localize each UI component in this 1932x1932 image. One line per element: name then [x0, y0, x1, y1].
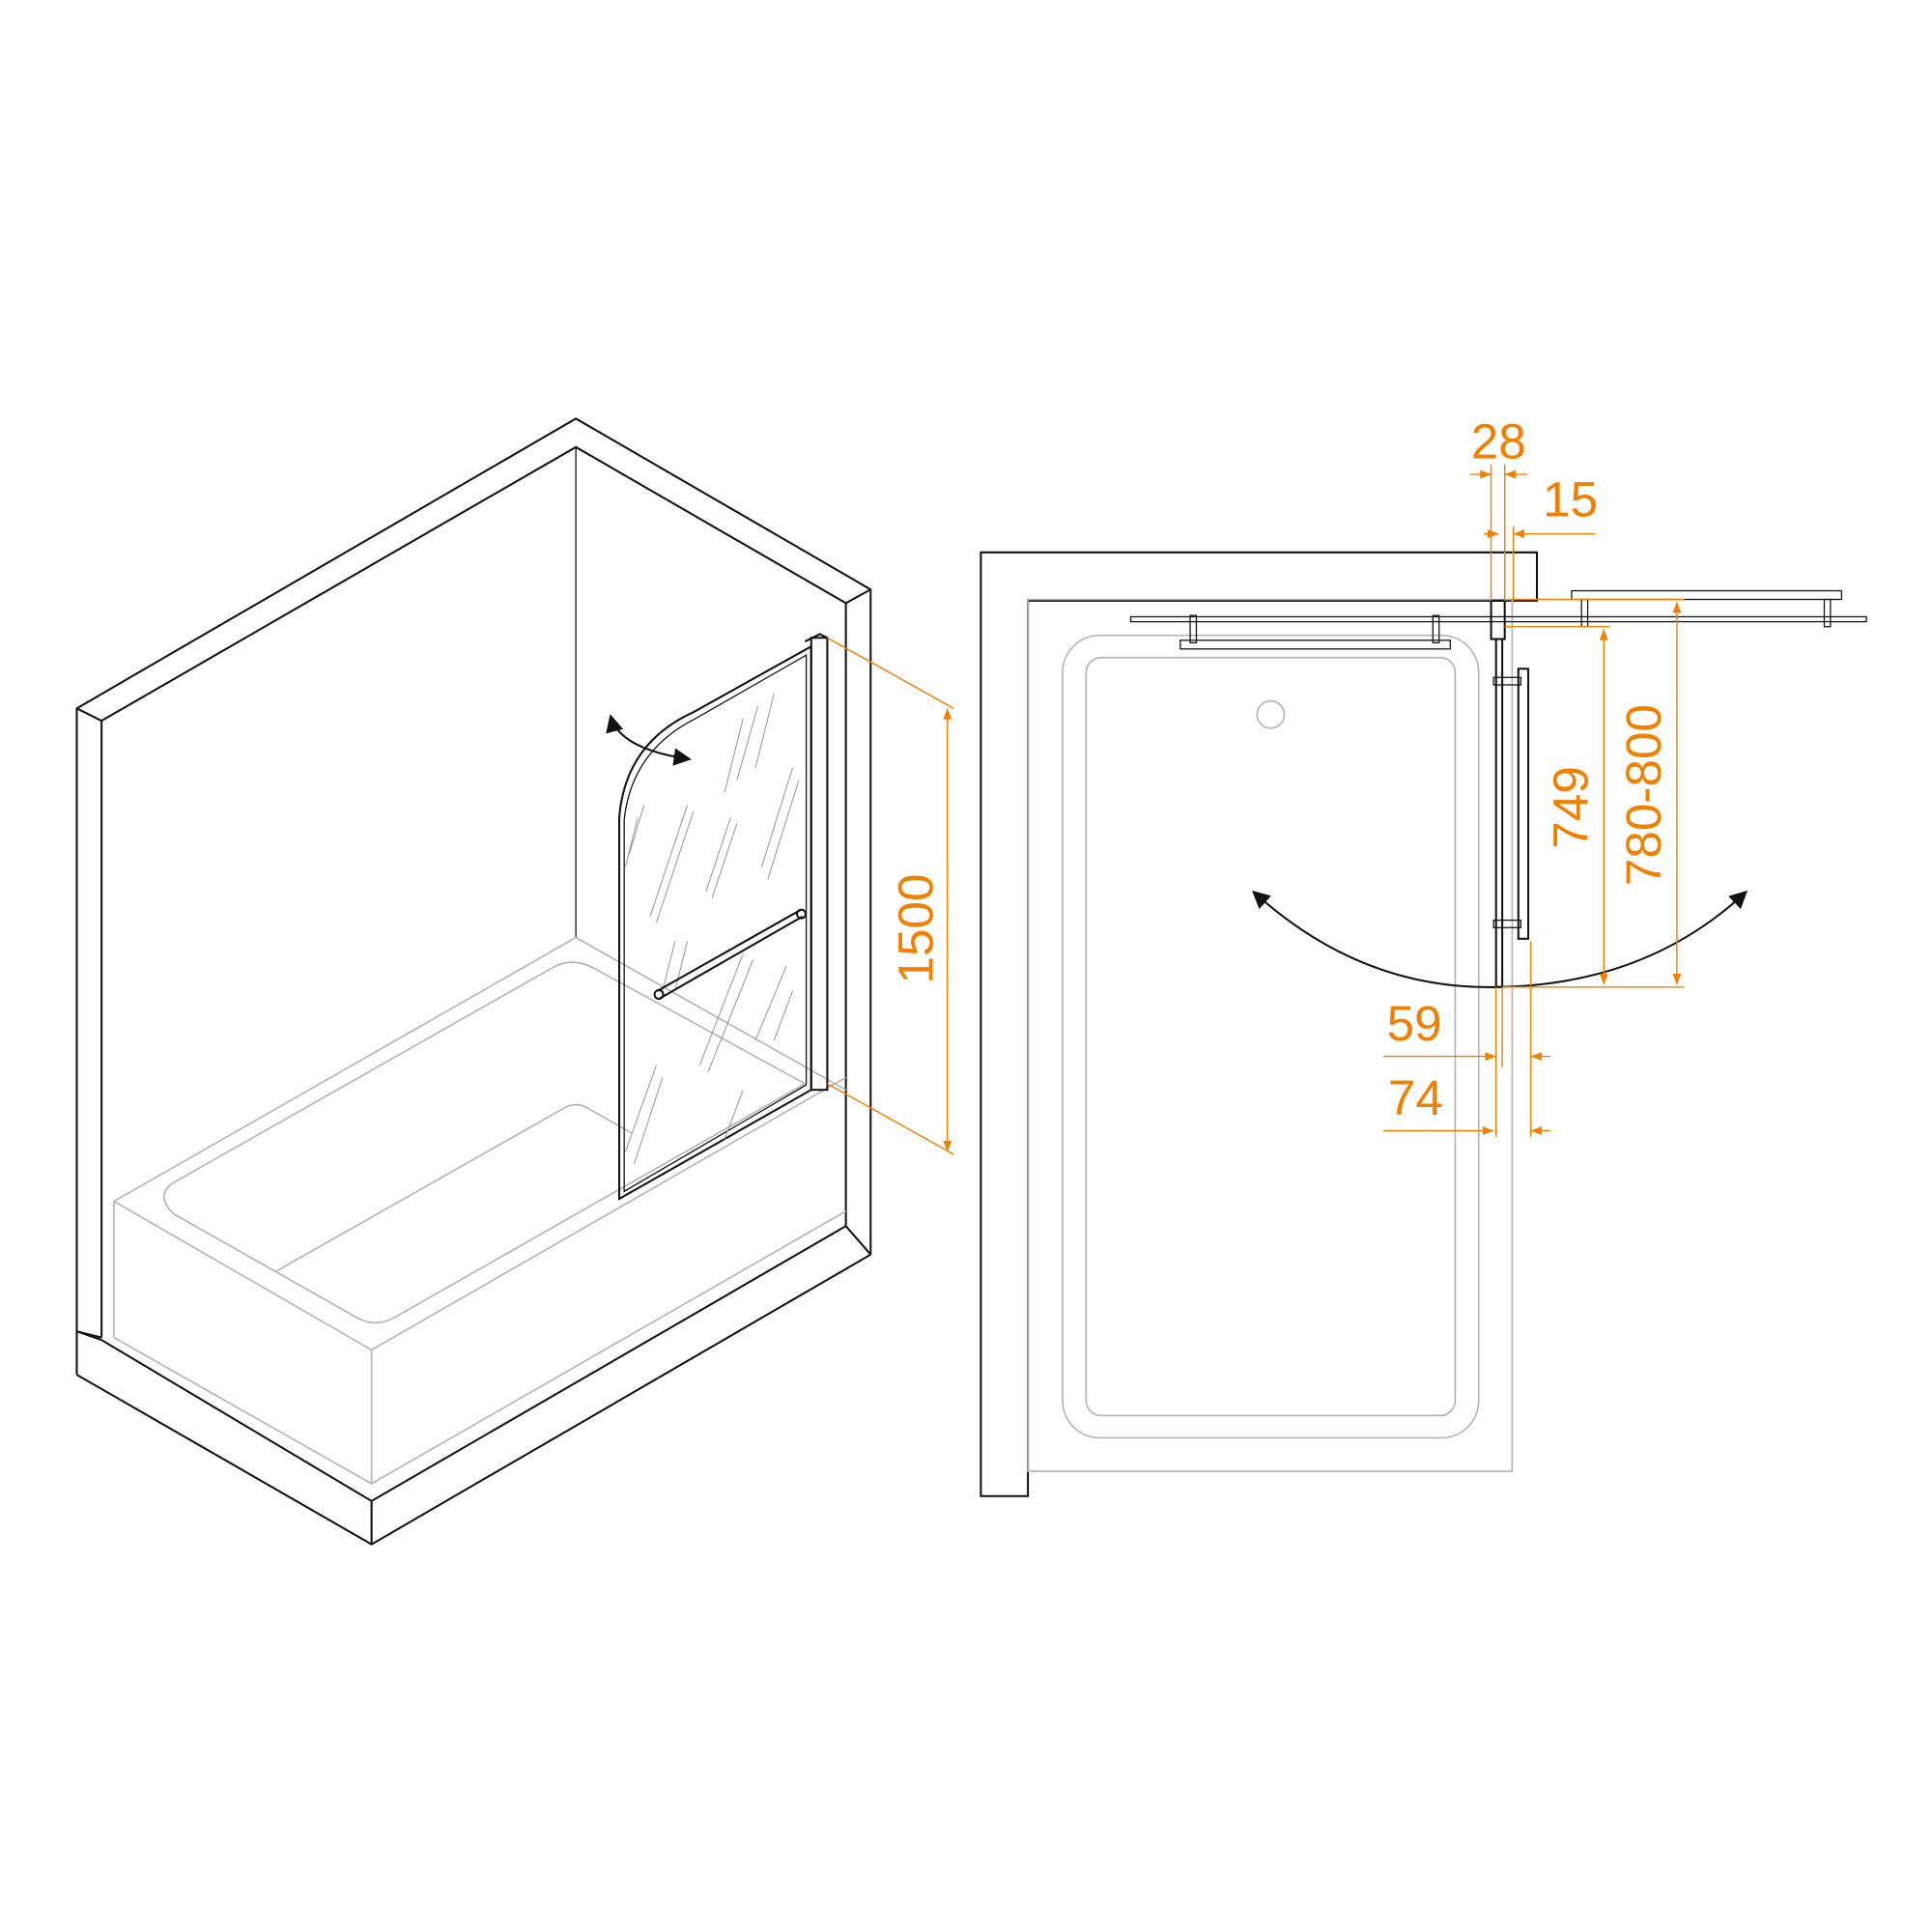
handle-depth-label: 74 — [1388, 1070, 1443, 1125]
total-width-label: 780-800 — [1616, 704, 1671, 886]
room-walls — [75, 417, 872, 1546]
plan-view: 28 15 749 780-800 59 74 — [980, 413, 1867, 1497]
towel-handle — [653, 908, 808, 1001]
panel-length-label: 749 — [1544, 766, 1599, 849]
glass-offset-label: 15 — [1543, 472, 1598, 527]
handle-offset-label: 59 — [1387, 996, 1442, 1051]
bathtub-basin — [1085, 656, 1457, 1417]
bathtub-outline — [1027, 598, 1514, 1472]
glass-panel-plan — [1490, 599, 1530, 988]
drain-icon — [1256, 699, 1286, 729]
glass-panel — [606, 633, 829, 1201]
bathtub — [113, 936, 847, 1486]
height-label: 1500 — [888, 874, 943, 984]
swing-arc-icon — [1252, 890, 1748, 988]
dimension-height: 1500 — [827, 637, 954, 1155]
profile-width-label: 28 — [1471, 413, 1526, 469]
glass-pattern — [624, 693, 800, 1165]
dimensions-plan: 28 15 749 780-800 59 74 — [1383, 413, 1685, 1137]
wall — [980, 551, 1539, 1497]
bathtub-rim — [1062, 634, 1480, 1439]
swing-arrow-icon — [606, 714, 692, 766]
isometric-view: 1500 — [75, 417, 954, 1546]
